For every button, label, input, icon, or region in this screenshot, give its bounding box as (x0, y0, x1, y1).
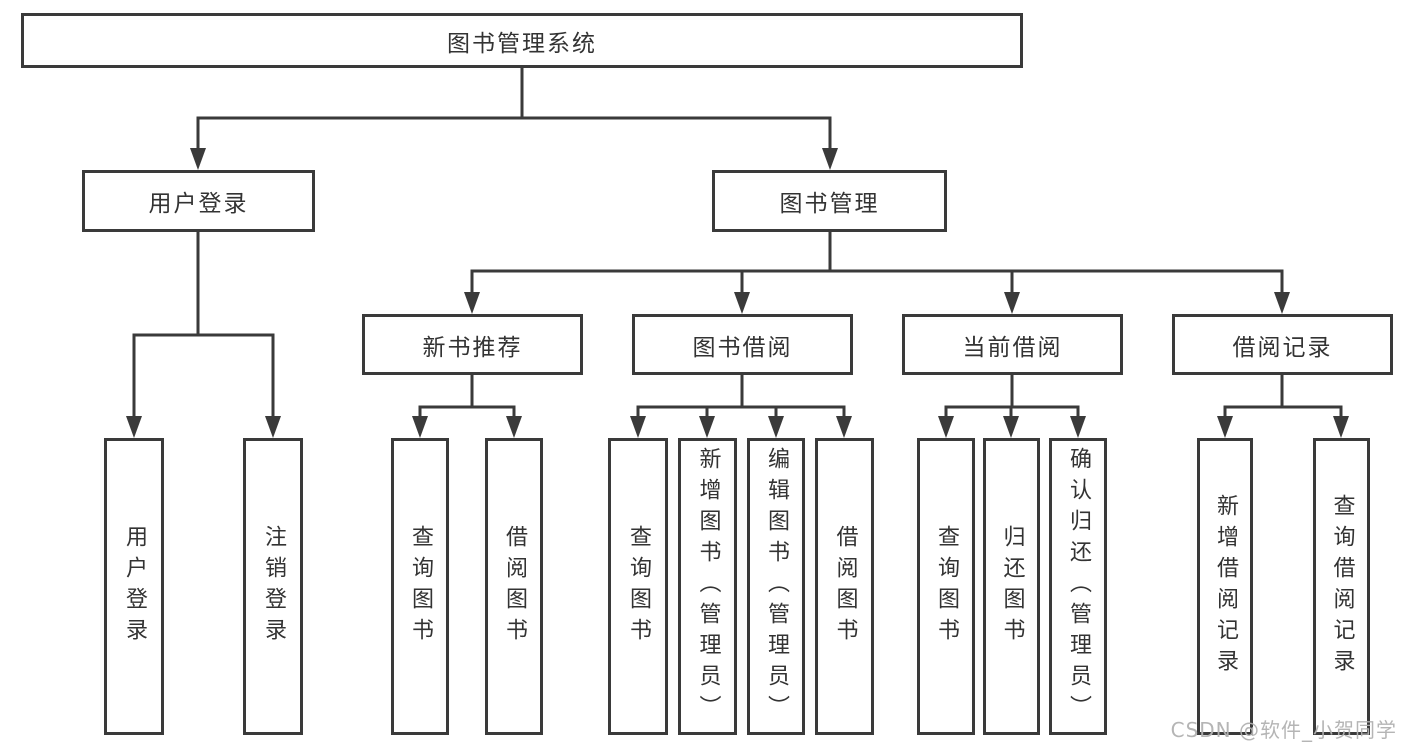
connector-path (470, 232, 1284, 294)
leaf-add-borrow-record-label: 新增借阅记录 (1213, 493, 1238, 680)
arrowhead-icon (768, 416, 784, 438)
node-borrow-records: 借阅记录 (1172, 314, 1393, 375)
leaf-logout-label: 注销登录 (261, 524, 286, 649)
arrowheads-current-borrow (938, 416, 1086, 438)
node-book-borrow-label: 图书借阅 (692, 334, 793, 361)
leaf-confirm-return-admin-label: 确认归还（管理员） (1066, 447, 1091, 726)
node-book-management-label: 图书管理 (779, 191, 880, 217)
arrowhead-icon (506, 416, 522, 438)
leaf-query-books-recommend-label: 查询图书 (408, 524, 433, 649)
arrowhead-icon (412, 416, 428, 438)
leaf-borrow-books-label: 借阅图书 (832, 524, 858, 649)
node-new-book-recommend: 新书推荐 (362, 314, 583, 375)
arrowhead-icon (1004, 292, 1020, 314)
arrowhead-icon (938, 416, 954, 438)
arrowheads-user-login (126, 416, 281, 438)
connector-group-new-book (418, 375, 516, 418)
connector-group-borrow-records (1223, 375, 1343, 418)
arrowheads-book-management (464, 292, 1290, 314)
leaf-query-books-borrow: 查询图书 (608, 438, 668, 735)
connector-path (1223, 375, 1343, 418)
node-current-borrow-label: 当前借阅 (962, 334, 1063, 361)
arrowhead-icon (1070, 416, 1086, 438)
leaf-add-book-admin-label: 新增图书（管理员） (695, 447, 721, 726)
arrowhead-icon (822, 148, 838, 170)
node-user-login-label: 用户登录 (148, 191, 249, 217)
connector-path (196, 68, 832, 150)
connector-path (132, 232, 275, 418)
leaf-return-book-label: 归还图书 (999, 524, 1025, 649)
arrowhead-icon (1274, 292, 1290, 314)
leaf-return-book: 归还图书 (983, 438, 1040, 735)
node-current-borrow: 当前借阅 (902, 314, 1123, 375)
arrowhead-icon (190, 148, 206, 170)
node-book-management: 图书管理 (712, 170, 947, 232)
connector-path (944, 375, 1080, 418)
connector-group-book-management (470, 232, 1284, 294)
arrowheads-borrow-records (1217, 416, 1349, 438)
node-book-borrow: 图书借阅 (632, 314, 853, 375)
connector-path (636, 375, 846, 418)
leaf-add-borrow-record: 新增借阅记录 (1197, 438, 1253, 735)
leaf-user-login: 用户登录 (104, 438, 164, 735)
leaf-logout: 注销登录 (243, 438, 303, 735)
leaf-borrow-books-recommend: 借阅图书 (485, 438, 543, 735)
leaf-query-books-borrow-label: 查询图书 (626, 524, 651, 649)
arrowhead-icon (1217, 416, 1233, 438)
node-user-login: 用户登录 (82, 170, 315, 232)
leaf-borrow-books-recommend-label: 借阅图书 (502, 524, 527, 649)
connector-group-current-borrow (944, 375, 1080, 418)
connector-group-book-borrow (636, 375, 846, 418)
leaf-query-books-current: 查询图书 (917, 438, 975, 735)
leaf-query-borrow-record: 查询借阅记录 (1313, 438, 1370, 735)
leaf-user-login-label: 用户登录 (122, 524, 147, 649)
arrowhead-icon (464, 292, 480, 314)
arrowhead-icon (1003, 416, 1019, 438)
leaf-confirm-return-admin: 确认归还（管理员） (1049, 438, 1107, 735)
csdn-watermark: CSDN @软件_小贺同学 (1170, 718, 1397, 742)
node-new-book-recommend-label: 新书推荐 (422, 334, 523, 361)
arrowhead-icon (126, 416, 142, 438)
leaf-borrow-books: 借阅图书 (815, 438, 874, 735)
leaf-query-books-recommend: 查询图书 (391, 438, 449, 735)
leaf-edit-book-admin-label: 编辑图书（管理员） (764, 447, 789, 726)
arrowhead-icon (630, 416, 646, 438)
node-borrow-records-label: 借阅记录 (1232, 334, 1333, 361)
connector-group-user-login (132, 232, 275, 418)
node-root-label: 图书管理系统 (447, 30, 597, 57)
arrowhead-icon (836, 416, 852, 438)
arrowhead-icon (699, 416, 715, 438)
leaf-query-borrow-record-label: 查询借阅记录 (1329, 493, 1355, 680)
arrowhead-icon (1333, 416, 1349, 438)
arrowheads-root (190, 148, 838, 170)
node-root: 图书管理系统 (21, 13, 1023, 68)
arrowheads-book-borrow (630, 416, 852, 438)
arrowhead-icon (265, 416, 281, 438)
connector-path (418, 375, 516, 418)
leaf-query-books-current-label: 查询图书 (934, 524, 959, 649)
leaf-add-book-admin: 新增图书（管理员） (678, 438, 737, 735)
connector-group-root (196, 68, 832, 150)
arrowheads-new-book (412, 416, 522, 438)
leaf-edit-book-admin: 编辑图书（管理员） (747, 438, 805, 735)
arrowhead-icon (734, 292, 750, 314)
